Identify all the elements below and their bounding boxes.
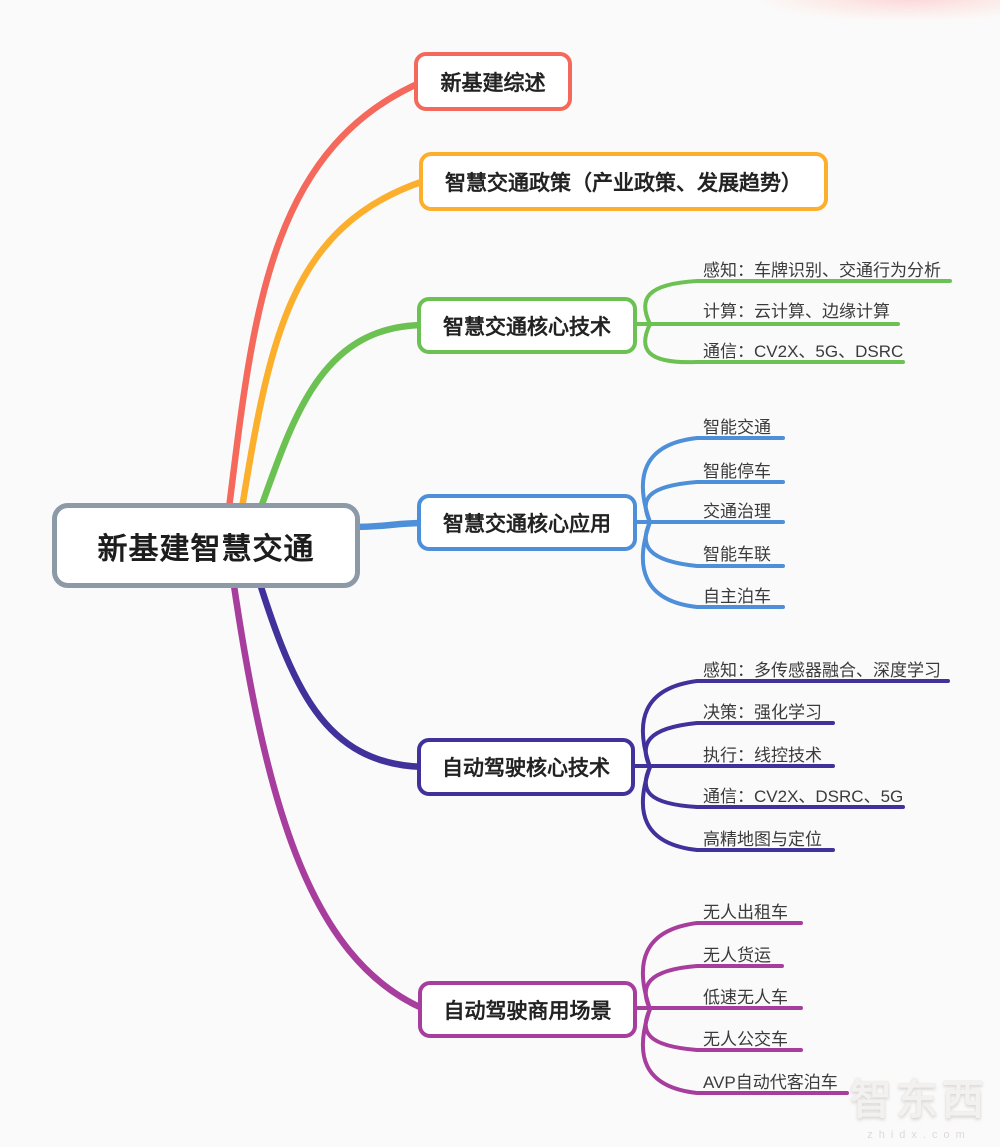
leaf-node[interactable]: 自主泊车 [703,586,771,606]
leaf-node[interactable]: 低速无人车 [703,987,788,1007]
leaf-node[interactable]: 通信：CV2X、DSRC、5G [703,786,904,806]
leaf-node[interactable]: AVP自动代客泊车 [703,1072,838,1092]
branch-curve-ad-scene [226,554,428,1013]
leaf-node[interactable]: 无人公交车 [703,1029,788,1049]
leaf-node[interactable]: 交通治理 [703,501,771,521]
branch-curve-overview [222,77,428,536]
root-node[interactable]: 新基建智慧交通 [52,503,360,588]
pink-smudge-decoration [760,0,1000,20]
leaf-node[interactable]: 感知：车牌识别、交通行为分析 [703,260,941,280]
branch-curve-policy [234,177,428,536]
leaf-node[interactable]: 通信：CV2X、5G、DSRC [703,341,904,361]
child-connector [643,322,905,365]
child-connector [641,765,835,852]
branch-curve-ad-tech [248,554,428,771]
branch-node-overview[interactable]: 新基建综述 [414,52,572,111]
branch-node-policy[interactable]: 智慧交通政策（产业政策、发展趋势） [419,152,828,211]
child-connector [641,1007,849,1095]
child-connector [643,279,952,326]
leaf-node[interactable]: 无人出租车 [703,902,788,922]
watermark: 智东西 zhidx.com [850,1066,988,1141]
branch-node-core-tech[interactable]: 智慧交通核心技术 [417,297,637,354]
branch-node-ad-scene[interactable]: 自动驾驶商用场景 [418,981,637,1038]
leaf-node[interactable]: 决策：强化学习 [703,702,822,722]
leaf-node[interactable]: 无人货运 [703,945,771,965]
branch-curve-core-app [348,519,428,531]
leaf-node[interactable]: 执行：线控技术 [703,745,822,765]
child-connector [643,480,785,524]
leaf-node[interactable]: 智能车联 [703,544,771,564]
leaf-node[interactable]: 高精地图与定位 [703,829,822,849]
watermark-brand: 智东西 [849,1076,988,1123]
watermark-domain: zhidx.com [867,1129,971,1141]
branch-node-ad-tech[interactable]: 自动驾驶核心技术 [417,738,635,796]
leaf-node[interactable]: 感知：多传感器融合、深度学习 [703,660,941,680]
leaf-node[interactable]: 智能停车 [703,461,771,481]
child-connector [643,964,784,1011]
branch-node-core-app[interactable]: 智慧交通核心应用 [417,494,637,551]
child-connector [641,520,785,609]
child-connector [643,721,835,769]
leaf-node[interactable]: 计算：云计算、边缘计算 [703,301,890,321]
leaf-node[interactable]: 智能交通 [703,417,771,437]
branch-curve-core-tech [248,321,428,536]
